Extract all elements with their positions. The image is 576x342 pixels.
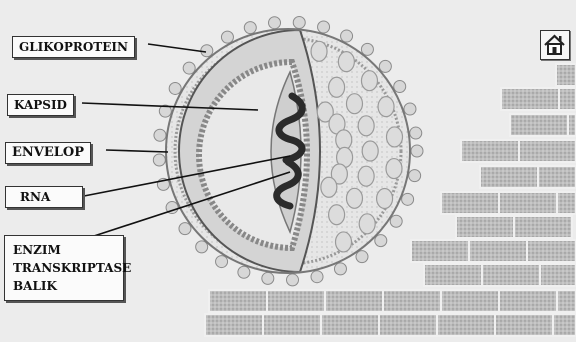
brick	[527, 240, 576, 262]
surface-protein	[311, 41, 327, 61]
brick	[461, 140, 519, 162]
brick	[519, 140, 576, 162]
glycoprotein-knob	[287, 274, 299, 286]
surface-protein	[359, 214, 375, 234]
surface-protein	[358, 166, 374, 186]
brick	[553, 314, 576, 336]
glycoprotein-knob	[356, 251, 368, 263]
brick	[383, 290, 441, 312]
enzim-label: ENZIM TRANSKRIPTASE BALIK	[4, 235, 124, 301]
surface-protein	[329, 77, 345, 97]
brick	[441, 290, 499, 312]
glycoprotein-knob	[244, 22, 256, 34]
glycoprotein-knob	[196, 241, 208, 253]
glycoprotein-knob	[179, 223, 191, 235]
brick	[482, 264, 540, 286]
brick	[501, 88, 559, 110]
glycoprotein-knob	[379, 60, 391, 72]
brick	[499, 290, 557, 312]
envelop-label: ENVELOP	[5, 142, 91, 164]
brick	[557, 290, 576, 312]
brick	[499, 192, 557, 214]
brick	[538, 166, 576, 188]
home-button[interactable]	[540, 30, 570, 60]
brick	[437, 314, 495, 336]
brick	[495, 314, 553, 336]
glycoprotein-knob	[153, 154, 165, 166]
glycoprotein-knob	[216, 256, 228, 268]
glycoprotein-knob	[293, 16, 305, 28]
surface-protein	[329, 205, 345, 225]
glycoprotein-knob	[311, 271, 323, 283]
surface-protein	[361, 71, 377, 91]
brick	[205, 314, 263, 336]
home-icon	[541, 31, 568, 58]
surface-protein	[338, 52, 354, 72]
rna-label: RNA	[5, 186, 83, 208]
surface-protein	[362, 141, 378, 161]
glycoprotein-knob	[411, 145, 423, 157]
glycoprotein-knob	[221, 31, 233, 43]
brick	[379, 314, 437, 336]
brick	[540, 264, 576, 286]
glycoprotein-knob	[318, 21, 330, 33]
surface-protein	[346, 94, 362, 114]
brick	[321, 314, 379, 336]
glycoprotein-knob	[341, 30, 353, 42]
brick	[556, 64, 576, 86]
surface-protein	[336, 232, 352, 252]
glycoprotein-knob	[402, 193, 414, 205]
glycoprotein-knob	[334, 263, 346, 275]
glycoprotein-knob	[409, 170, 421, 182]
glycoprotein-knob	[394, 81, 406, 93]
brick	[568, 114, 576, 136]
glycoprotein-knob	[361, 43, 373, 55]
glycoprotein-knob	[169, 82, 181, 94]
glycoprotein-knob	[269, 17, 281, 29]
glycoprotein-knob	[154, 129, 166, 141]
brick	[480, 166, 538, 188]
brick	[263, 314, 321, 336]
enzim-line-1: ENZIM	[13, 241, 115, 259]
brick	[325, 290, 383, 312]
surface-protein	[377, 189, 393, 209]
glycoprotein-knob	[404, 103, 416, 115]
surface-protein	[321, 177, 337, 197]
glikoprotein-label: GLIKOPROTEIN	[12, 36, 135, 58]
glycoprotein-knob	[183, 62, 195, 74]
brick	[267, 290, 325, 312]
brick	[469, 240, 527, 262]
enzim-line-2: TRANSKRIPTASE	[13, 259, 115, 277]
surface-protein	[346, 188, 362, 208]
brick	[514, 216, 572, 238]
glycoprotein-knob	[375, 235, 387, 247]
brick	[424, 264, 482, 286]
brick	[209, 290, 267, 312]
glycoprotein-knob	[410, 127, 422, 139]
glycoprotein-knob	[390, 215, 402, 227]
surface-protein	[387, 127, 403, 147]
surface-protein	[386, 159, 402, 179]
surface-protein	[378, 97, 394, 117]
brick	[557, 192, 576, 214]
brick	[411, 240, 469, 262]
enzim-line-3: BALIK	[13, 277, 115, 295]
leader-envelop	[106, 150, 168, 152]
glycoprotein-knob	[238, 266, 250, 278]
glycoprotein-knob	[262, 272, 274, 284]
surface-protein	[358, 116, 374, 136]
brick	[441, 192, 499, 214]
brick	[456, 216, 514, 238]
kapsid-label: KAPSID	[7, 94, 74, 116]
brick	[510, 114, 568, 136]
leader-glikoprotein	[148, 44, 206, 52]
brick	[559, 88, 576, 110]
